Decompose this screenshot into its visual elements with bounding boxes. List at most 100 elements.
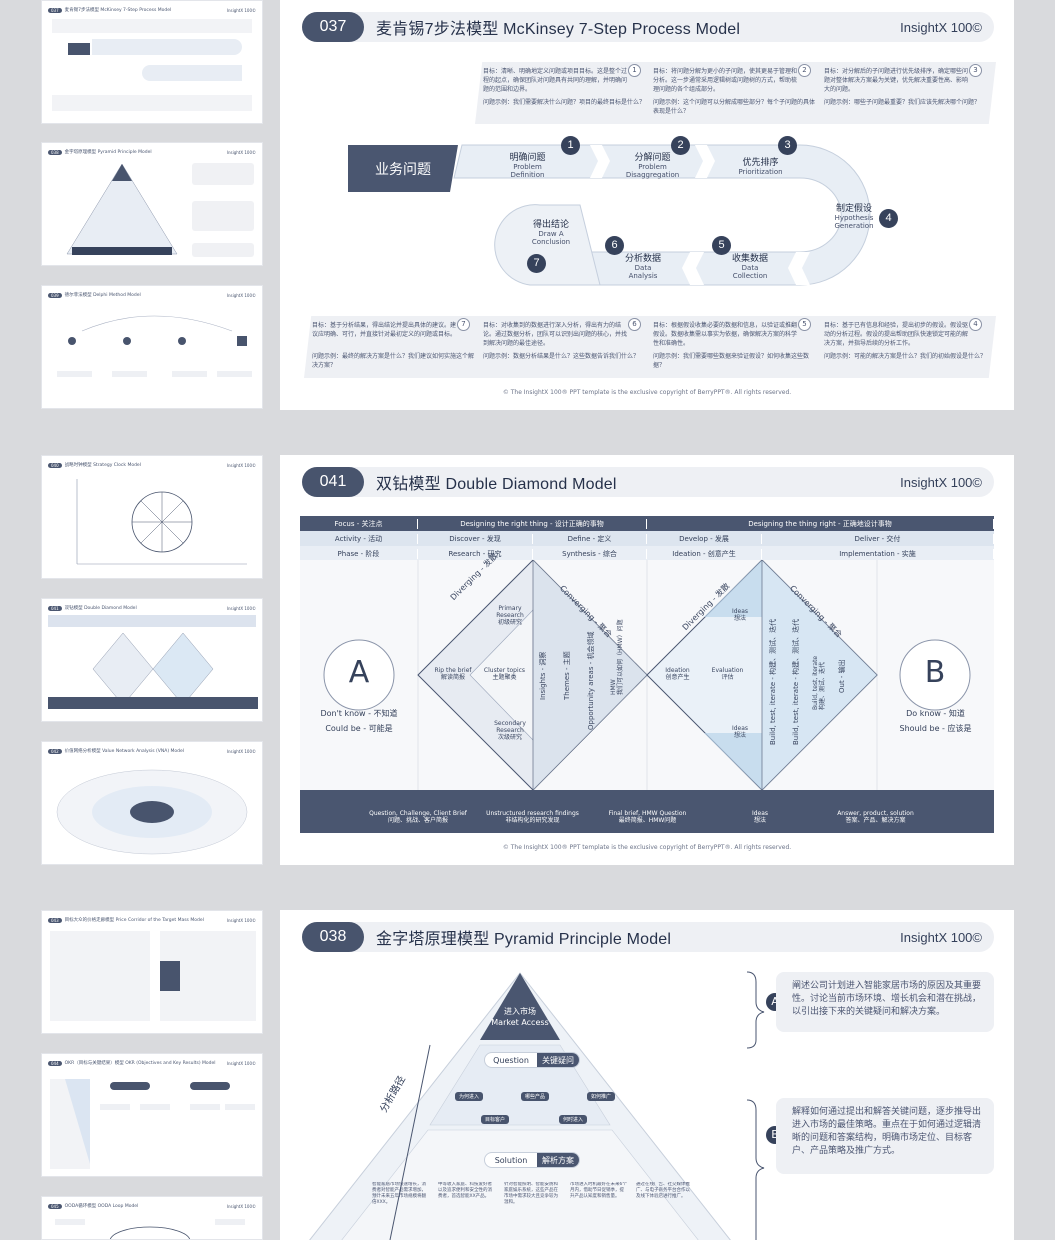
card-goal: 目标：对收集到的数据进行深入分析，得出有力的结论。通过数据分析，团队可以识别出问… bbox=[483, 322, 628, 347]
solution-en: Solution bbox=[494, 1155, 528, 1165]
slide-header: 037 麦肯锡7步法模型 McKinsey 7-Step Process Mod… bbox=[302, 12, 994, 42]
grid-row-activity: Activity - 活动 Discover - 发现 Define - 定义 … bbox=[300, 531, 994, 546]
grid-cell: Develop - 发展 bbox=[647, 533, 762, 544]
build-cn: 构建、测试、迭代 bbox=[819, 661, 826, 710]
thumb-flow bbox=[92, 39, 242, 55]
right-text-2: Should be - 应该是 bbox=[899, 724, 972, 733]
insights-label: Insights - 洞察 bbox=[539, 651, 547, 700]
grid-cell: Implementation - 实施 bbox=[762, 548, 994, 559]
thumb-box bbox=[192, 243, 254, 257]
grid-row-phase: Phase - 阶段 Research - 研究 Synthesis - 综合 … bbox=[300, 546, 994, 561]
step-badge-1: 1 bbox=[561, 136, 580, 155]
thumb-num: 039 bbox=[48, 292, 62, 298]
thumb-num: 043 bbox=[48, 917, 62, 923]
thumb-num: 044 bbox=[48, 1060, 62, 1066]
step-cn: 收集数据 bbox=[731, 254, 768, 264]
thumb-num: 045 bbox=[48, 1203, 62, 1209]
thumb-brand: InsightX 100© bbox=[226, 292, 256, 298]
grid-cell: Deliver - 交付 bbox=[762, 533, 994, 544]
thumb-brand: InsightX 100© bbox=[226, 1203, 256, 1209]
brand-label: InsightX 100© bbox=[900, 929, 982, 945]
card-question: 问题示例：可能的解决方案是什么？我们的初始假设是什么？ bbox=[824, 353, 987, 360]
slide-title: 麦肯锡7步法模型 McKinsey 7-Step Process Model bbox=[376, 21, 741, 38]
thumb-num: 041 bbox=[48, 605, 62, 611]
output-en: Final brief, HMW Question bbox=[608, 810, 687, 817]
step-en: Disaggregation bbox=[625, 171, 680, 179]
step-card-5: 5 目标：根据假设收集必要的数据和信息，以验证或推翻假设。数据收集需以事实为依据… bbox=[645, 316, 825, 378]
pyramid-apex bbox=[480, 973, 560, 1040]
card-question: 问题示例：数据分析结果是什么？这些数据告诉我们什么？ bbox=[483, 353, 640, 360]
thumb-title: 金字塔原理模型 Pyramid Principle Model bbox=[64, 150, 152, 155]
grid-cell: Phase - 阶段 bbox=[300, 548, 418, 559]
step-en: Analysis bbox=[628, 272, 658, 280]
explanation-box-a: 阐述公司计划进入智能家居市场的原因及其重要性。讨论当前市场环境、增长机会和潜在挑… bbox=[776, 972, 994, 1032]
grid-cell: Designing the thing right - 正确地设计事物 bbox=[647, 518, 994, 529]
step-en: Data bbox=[741, 264, 759, 272]
solution-cn: 解析方案 bbox=[537, 1153, 579, 1167]
build-label-2: Build, test, iterate - 构建、测试、迭代 bbox=[792, 618, 800, 745]
output-en: Answer, product, solution bbox=[837, 810, 914, 817]
card-goal: 目标：根据假设收集必要的数据和信息，以验证或推翻假设。数据收集需以事实为依据，确… bbox=[653, 322, 798, 347]
step-card-4: 4 目标：基于已有信息和经验，提出初步的假设。假设驱动的分析过程。假设的提出帮助… bbox=[816, 316, 996, 378]
build-en: Build, test, iterate bbox=[812, 655, 819, 710]
secondary-cn: 次级研究 bbox=[497, 734, 522, 741]
explanation-box-b: 解释如何通过提出和解答关键问题，逐步推导出进入市场的最佳策略。重点在于如何通过逻… bbox=[776, 1098, 994, 1174]
cluster-cn: 主题聚类 bbox=[492, 674, 517, 681]
chevron bbox=[695, 145, 715, 178]
chevron bbox=[788, 252, 810, 285]
slide-number: 041 bbox=[302, 467, 364, 497]
output-cn: 问题、挑战、客户简报 bbox=[387, 817, 448, 824]
slide-number: 038 bbox=[302, 922, 364, 952]
thumb-ooda bbox=[55, 1219, 245, 1239]
step-badge-7: 7 bbox=[527, 254, 546, 273]
grid-cell: Define - 定义 bbox=[533, 533, 647, 544]
thumb-title: 目标大众的价格走廊模型 Price Corridor of the Target… bbox=[64, 918, 204, 923]
left-letter: A bbox=[348, 655, 370, 690]
diamond-2-bot bbox=[704, 733, 762, 790]
grid-cell: Discover - 发现 bbox=[418, 533, 533, 544]
rip-cn: 解读简报 bbox=[440, 674, 465, 681]
thumb-brand: InsightX 100© bbox=[226, 462, 256, 468]
card-number: 3 bbox=[969, 64, 982, 77]
thumb-title: OODA循环模型 OODA Loop Model bbox=[64, 1204, 139, 1209]
step-badge-3: 3 bbox=[778, 136, 797, 155]
primary-en: Research bbox=[496, 612, 524, 619]
question-pill: Question 关键疑问 bbox=[484, 1052, 580, 1068]
thumb-vna bbox=[56, 769, 248, 855]
card-number: 2 bbox=[798, 64, 811, 77]
diamond-2-top bbox=[704, 560, 762, 617]
card-number: 5 bbox=[798, 318, 811, 331]
card-number: 6 bbox=[628, 318, 641, 331]
question-cn: 关键疑问 bbox=[537, 1053, 579, 1067]
thumb-brand: InsightX 100© bbox=[226, 7, 256, 13]
copyright: © The InsightX 100® PPT template is the … bbox=[502, 844, 792, 851]
diamonds-graphic bbox=[300, 560, 994, 790]
step-en: Collection bbox=[732, 272, 768, 280]
opportunity-label: Opportunity areas - 机会领域 bbox=[587, 631, 595, 730]
solution-pill: Solution 解析方案 bbox=[484, 1152, 580, 1168]
apex-cn: 进入市场 bbox=[504, 1007, 536, 1016]
chevron bbox=[682, 252, 704, 285]
card-goal: 目标：基于已有信息和经验，提出初步的假设。假设驱动的分析过程。假设的提出帮助团队… bbox=[824, 322, 969, 347]
ideation-en: Ideation bbox=[665, 667, 690, 674]
slide-pyramid: 038 金字塔原理模型 Pyramid Principle Model Insi… bbox=[280, 910, 1014, 1240]
